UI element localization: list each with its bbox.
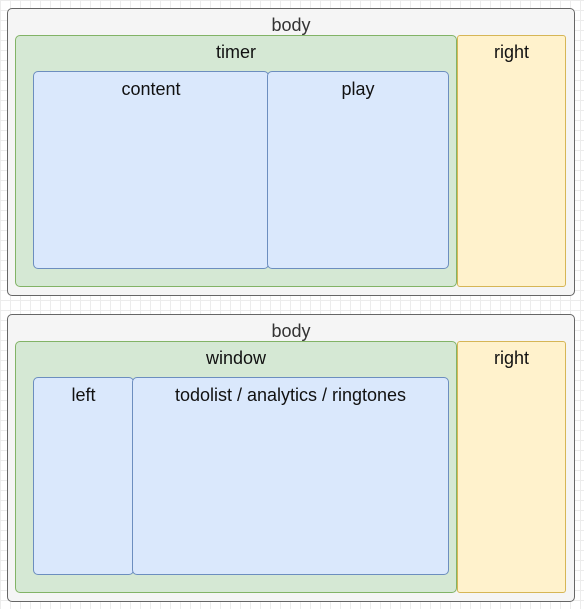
bottom-window-label: window <box>205 348 267 368</box>
top-content-label: content <box>121 79 181 99</box>
top-right-label: right <box>493 42 529 62</box>
top-play-label: play <box>341 79 375 99</box>
bottom-views-label: todolist / analytics / ringtones <box>174 385 407 405</box>
bottom-views-box: todolist / analytics / ringtones <box>132 377 449 575</box>
top-play-box: play <box>267 71 449 269</box>
bottom-right-box: right <box>457 341 566 593</box>
top-right-box: right <box>457 35 566 287</box>
bottom-right-label: right <box>493 348 529 368</box>
bottom-left-label: left <box>71 385 96 405</box>
bottom-body-label: body <box>271 321 311 341</box>
top-timer-label: timer <box>216 42 256 62</box>
top-body-label: body <box>271 15 311 35</box>
bottom-left-box: left <box>33 377 134 575</box>
top-content-box: content <box>33 71 269 269</box>
